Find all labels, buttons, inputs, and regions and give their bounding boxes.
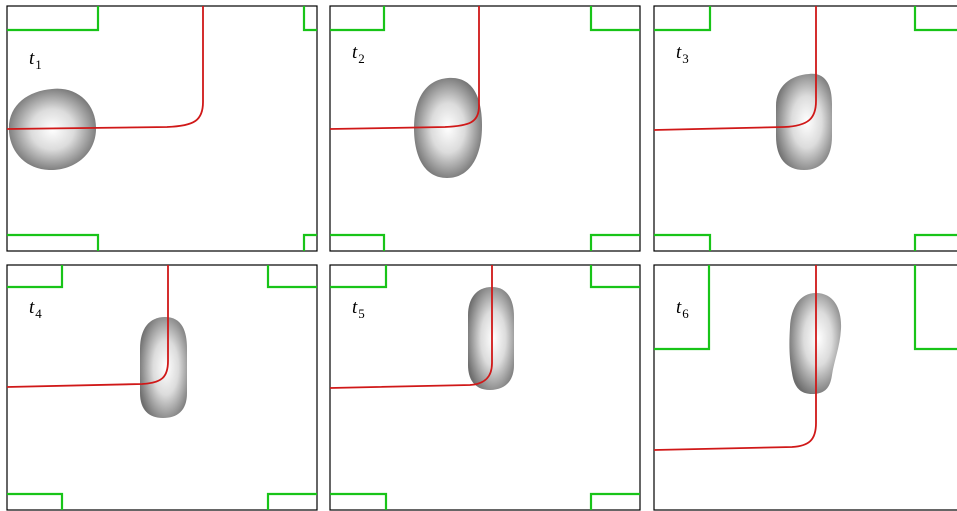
trajectory [653, 265, 817, 451]
panel-t1: t1 [6, 5, 318, 252]
droplet [776, 73, 832, 170]
trajectory [6, 265, 169, 388]
trajectory [329, 265, 493, 389]
time-label: t5 [352, 297, 365, 321]
wall-top-left [330, 265, 388, 289]
wall-bottom-left [7, 233, 100, 251]
time-label: t1 [29, 48, 42, 72]
panel-t4: t4 [6, 264, 318, 511]
wall-right-stub [913, 265, 957, 351]
wall-top-right [266, 265, 317, 289]
droplet [414, 77, 482, 178]
wall-top-left [654, 6, 712, 32]
trajectory [329, 6, 480, 130]
wall-left-stub [654, 265, 711, 351]
wall-bottom-right [589, 492, 640, 510]
time-label: t4 [29, 297, 42, 321]
droplet [8, 88, 97, 171]
panel-t6: t6 [653, 264, 957, 511]
wall-bottom-right [913, 233, 957, 251]
wall-bottom-left [654, 233, 712, 251]
wall-top-right [589, 6, 640, 32]
wall-bottom-right [266, 492, 317, 510]
wall-bottom-left [7, 492, 64, 510]
wall-top-right [913, 6, 957, 32]
trajectory [6, 6, 204, 130]
wall-bottom-left [330, 492, 388, 510]
time-label: t6 [676, 297, 689, 321]
droplet [468, 287, 514, 390]
droplet [140, 317, 187, 418]
wall-top-left [330, 6, 386, 32]
wall-top-right [302, 6, 317, 32]
wall-bottom-right [589, 233, 640, 251]
wall-bottom-right [302, 233, 317, 251]
panel-t2: t2 [329, 5, 641, 252]
wall-top-left [7, 6, 100, 32]
panel-t3: t3 [653, 5, 957, 252]
time-label: t2 [352, 42, 365, 66]
time-label: t3 [676, 42, 689, 66]
trajectory [653, 6, 817, 131]
panel-t5: t5 [329, 264, 641, 511]
wall-top-left [7, 265, 64, 289]
wall-top-right [589, 265, 640, 289]
wall-bottom-left [330, 233, 386, 251]
